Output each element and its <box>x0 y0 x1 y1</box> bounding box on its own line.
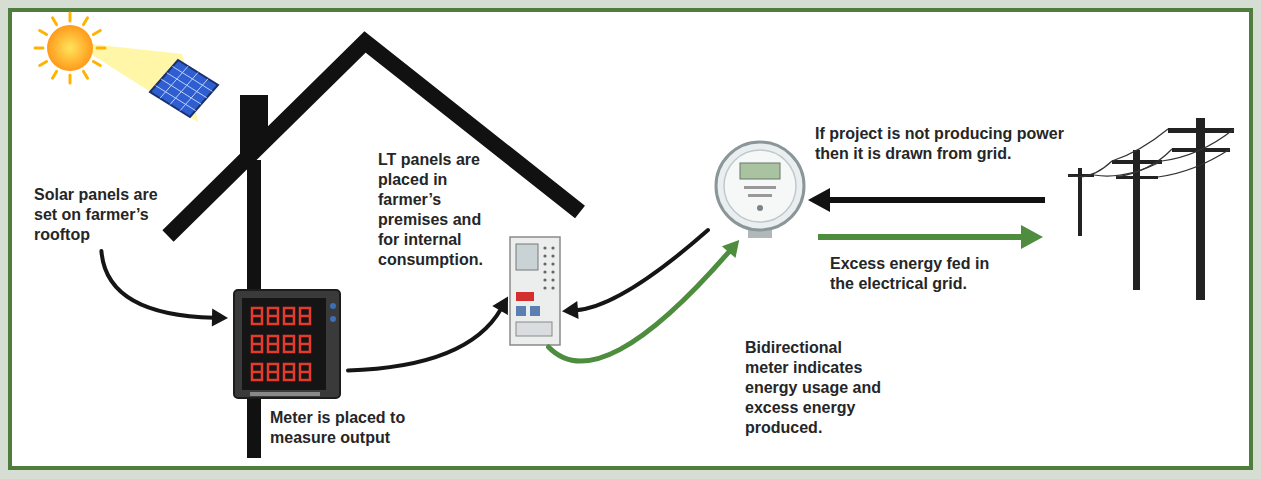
caption-text: Solar panels are set on farmer’s rooftop <box>34 185 174 245</box>
lt-panel-plate <box>516 322 552 336</box>
sun-ray <box>40 31 47 35</box>
meter-mark <box>744 186 776 189</box>
indicator-dot <box>543 246 546 249</box>
sun-ray <box>69 13 72 21</box>
lt-panel <box>510 237 560 345</box>
house-outline <box>168 42 580 458</box>
arrow-curve <box>549 251 731 361</box>
arrow-head <box>562 301 579 319</box>
sun-ray <box>93 31 100 35</box>
flow-arrow <box>562 230 708 319</box>
sun-ray <box>53 18 57 25</box>
indicator-dot <box>551 246 554 249</box>
arrow-head <box>1021 225 1043 249</box>
house-roof <box>168 42 580 236</box>
solar-panel <box>150 60 218 117</box>
wire <box>1162 129 1234 161</box>
lt-panel-button <box>530 306 540 316</box>
wire <box>1094 161 1162 176</box>
flow-arrow <box>348 297 508 371</box>
pole <box>1078 168 1082 236</box>
wire <box>1068 161 1112 177</box>
wire <box>1158 149 1230 177</box>
sun-ray <box>84 71 88 78</box>
annotation-text: Excess energy fed in the electrical grid… <box>830 254 1010 294</box>
indicator-dot <box>543 278 546 281</box>
sun-ray <box>97 47 105 50</box>
panel-grid-line <box>172 66 212 91</box>
indicator-dot <box>543 254 546 257</box>
indicator-dot <box>551 262 554 265</box>
meter-led-digits <box>252 308 310 380</box>
arrow-head <box>212 309 228 327</box>
output-meter <box>234 290 340 398</box>
caption-text: Meter is placed to measure output <box>270 408 422 448</box>
device-node: LT panels are placed in farmer’s premise… <box>508 235 562 347</box>
flow-arrow <box>101 251 228 327</box>
indicator-dot <box>551 286 554 289</box>
lt-panel-red-switch <box>516 292 534 301</box>
arrow-curve <box>101 251 214 318</box>
meter-dial <box>724 150 796 222</box>
annotation-text: If project is not producing power then i… <box>815 124 1077 164</box>
flow-arrow <box>549 240 740 361</box>
indicator-dot <box>543 270 546 273</box>
lt-panel-indicators <box>543 246 554 289</box>
meter-dome <box>716 142 804 230</box>
panel-grid-line <box>161 79 201 104</box>
sun <box>47 25 93 71</box>
wire <box>1112 129 1168 161</box>
meter-strip <box>250 392 320 396</box>
arrow-head <box>492 297 508 315</box>
arrow-head <box>808 188 830 212</box>
meter-button <box>330 303 336 309</box>
meter-button <box>330 316 336 322</box>
indicator-dot <box>551 278 554 281</box>
meter-housing <box>234 290 340 398</box>
meter-face <box>242 298 326 390</box>
sun-rays <box>35 13 105 83</box>
arrow-head <box>722 240 739 258</box>
meter-port <box>757 205 763 211</box>
pole-crossarm <box>1168 128 1234 133</box>
wire <box>1116 149 1172 177</box>
arrow-shaft <box>818 234 1024 240</box>
lt-panel-button <box>516 306 526 316</box>
sun-ray <box>35 47 43 50</box>
meter-lcd <box>740 163 780 179</box>
sun-ray <box>93 62 100 66</box>
sun-ray <box>69 75 72 83</box>
indicator-dot <box>551 254 554 257</box>
power-wires <box>1068 129 1234 177</box>
device-node: Meter is placed to measure output <box>228 283 348 408</box>
indicator-dot <box>543 286 546 289</box>
arrow-shaft <box>826 197 1045 203</box>
arrow-curve <box>348 309 501 371</box>
indicator-dot <box>543 262 546 265</box>
panel-grid-line <box>156 86 196 111</box>
device-node: Solar panels are set on farmer’s rooftop <box>30 14 218 251</box>
sun-ray <box>53 71 57 78</box>
meter-mark <box>748 194 772 197</box>
lt-panel-display <box>516 244 538 270</box>
power-poles <box>1068 118 1234 300</box>
solar-panel-grid <box>156 66 213 111</box>
lt-panel-cabinet <box>510 237 560 345</box>
sun-ray <box>84 18 88 25</box>
grid-import-arrow <box>808 188 1045 212</box>
bidirectional-meter <box>716 142 804 238</box>
device-node: Bidirectional meter indicates energy usa… <box>708 140 812 240</box>
grid-export-arrow <box>818 225 1043 249</box>
sun-ray <box>40 62 47 66</box>
indicator-dot <box>551 270 554 273</box>
caption-text: Bidirectional meter indicates energy usa… <box>745 338 887 438</box>
caption-text: LT panels are placed in farmer’s premise… <box>378 150 490 270</box>
pole <box>1196 118 1205 300</box>
panel-grid-line <box>167 73 207 98</box>
